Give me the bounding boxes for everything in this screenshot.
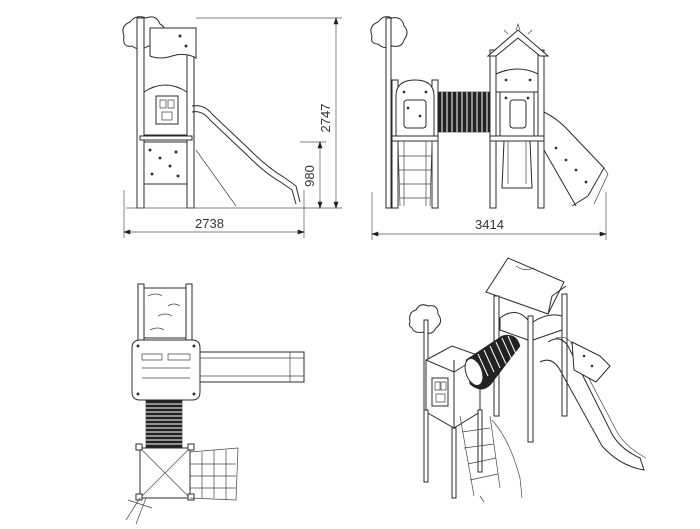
side-roof (149, 27, 197, 59)
top-slide (199, 351, 305, 383)
top-platform (131, 339, 201, 401)
iso-climbing-wall (571, 341, 611, 383)
iso-roof (485, 257, 565, 315)
front-rope-ladder (397, 140, 433, 207)
top-rope-net (189, 447, 239, 501)
front-climbing-wall (543, 111, 605, 207)
front-view: 3414 (370, 16, 609, 240)
side-platform (139, 135, 193, 141)
side-platform-height-label: 980 (302, 165, 317, 187)
front-tunnel (437, 91, 495, 133)
side-window (155, 95, 179, 125)
top-right-post (185, 283, 193, 343)
top-left-post (137, 283, 145, 343)
side-slide (191, 105, 301, 203)
top-climbing-wall (143, 287, 187, 339)
front-right-post-b (537, 49, 545, 209)
top-view (125, 283, 305, 525)
side-height-label: 2747 (318, 104, 333, 133)
side-width-label: 2738 (195, 216, 224, 231)
iso-post-b (527, 315, 534, 443)
front-width-label: 3414 (475, 217, 504, 232)
front-slide (501, 140, 533, 189)
front-sign-post (385, 17, 392, 209)
isometric-view (408, 257, 647, 503)
front-right-post-a (489, 49, 497, 209)
iso-post-c (561, 293, 568, 417)
iso-tree-sign (408, 304, 442, 334)
front-roof (486, 29, 550, 57)
side-lower-panel (143, 141, 188, 185)
side-rope (195, 149, 237, 207)
side-post-left (136, 17, 145, 209)
side-post-right (186, 49, 195, 209)
side-view: 2738 2747 980 (122, 16, 342, 238)
iso-slide (539, 338, 645, 471)
iso-ladder (459, 415, 501, 497)
